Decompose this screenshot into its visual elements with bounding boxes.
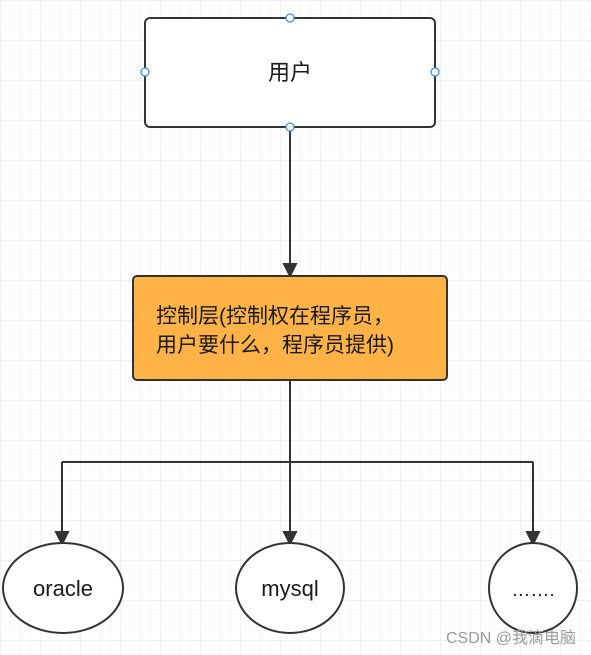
arrowhead-more bbox=[525, 531, 541, 547]
more-databases-label: ……. bbox=[511, 580, 554, 601]
watermark: CSDN @我滴电脑 bbox=[446, 629, 576, 647]
control-layer-node[interactable]: 控制层(控制权在程序员， 用户要什么，程序员提供) bbox=[132, 275, 448, 381]
arrowhead-user-to-control bbox=[282, 263, 298, 279]
connection-handle-bottom[interactable] bbox=[285, 122, 295, 132]
connectors bbox=[54, 127, 541, 547]
mysql-node[interactable]: mysql bbox=[235, 542, 345, 634]
more-databases-node[interactable]: ……. bbox=[488, 542, 578, 634]
oracle-node[interactable]: oracle bbox=[2, 542, 124, 634]
connection-handle-left[interactable] bbox=[140, 67, 150, 77]
arrowhead-oracle bbox=[54, 531, 70, 547]
user-node[interactable]: 用户 bbox=[140, 13, 440, 132]
control-node-line1: 控制层(控制权在程序员， bbox=[156, 305, 394, 328]
user-node-label: 用户 bbox=[268, 60, 312, 85]
control-node-line2: 用户要什么，程序员提供) bbox=[156, 334, 394, 357]
arrowhead-mysql bbox=[282, 531, 298, 547]
connection-handle-right[interactable] bbox=[430, 67, 440, 77]
oracle-label: oracle bbox=[33, 576, 93, 601]
connection-handle-top[interactable] bbox=[285, 13, 295, 23]
mysql-label: mysql bbox=[261, 576, 318, 601]
